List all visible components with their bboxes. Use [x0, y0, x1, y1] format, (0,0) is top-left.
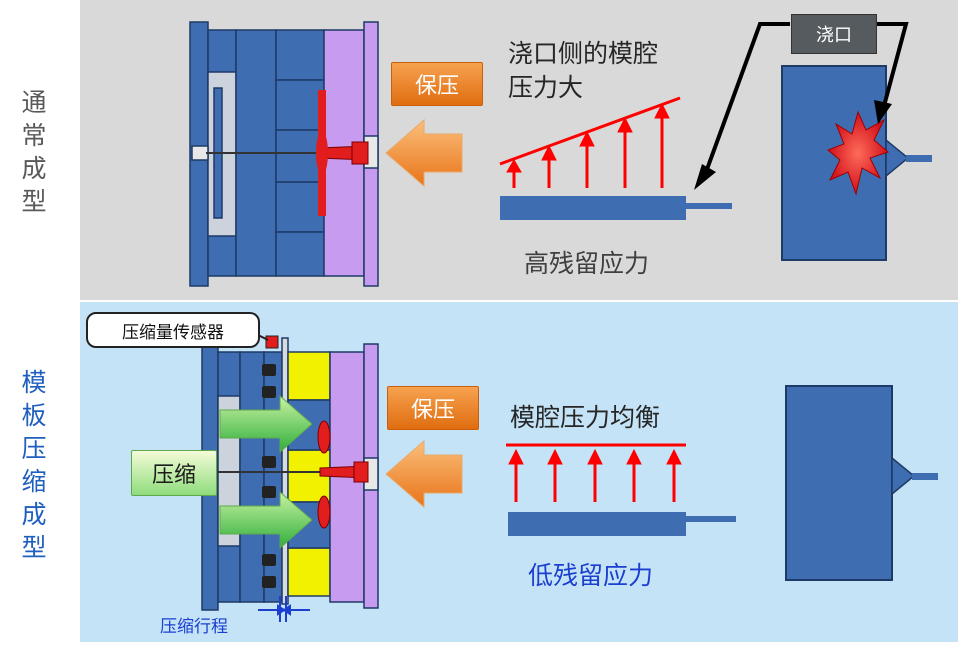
- label-char: 模: [21, 368, 47, 397]
- label-char: 板: [21, 401, 47, 430]
- compression-molding-label: 模 板 压 缩 成 型: [14, 366, 54, 564]
- bottom-pressure-chart: [506, 443, 736, 536]
- hold-pressure-arrow-icon: [385, 118, 463, 188]
- compression-stroke-label: 压缩行程: [160, 617, 228, 637]
- hold-pressure-arrow-icon: [385, 439, 463, 509]
- normal-molding-label: 通 常 成 型: [14, 86, 54, 218]
- sensor-label: 压缩量传感器: [86, 312, 260, 348]
- springs: [262, 364, 276, 588]
- hold-pressure-label-top: 保压: [391, 62, 483, 106]
- label-char: 型: [21, 533, 47, 562]
- top-note-line2: 压力大: [508, 73, 584, 102]
- label-char: 缩: [21, 467, 47, 496]
- bottom-part: [785, 385, 938, 581]
- stroke-marker: [258, 596, 310, 622]
- label-char: 常: [21, 121, 47, 150]
- gate-pointers: [694, 22, 909, 190]
- hold-pressure-label-bottom: 保压: [387, 386, 479, 430]
- label-char: 成: [21, 500, 47, 529]
- label-char: 压: [21, 434, 47, 463]
- compress-label: 压缩: [131, 450, 217, 496]
- label-char: 成: [21, 154, 47, 183]
- high-stress-label: 高残留应力: [524, 249, 650, 278]
- bottom-sprue: [218, 420, 369, 529]
- bottom-note: 模腔压力均衡: [510, 403, 661, 432]
- top-pressure-chart: [499, 96, 732, 220]
- gate-label: 浇口: [791, 14, 877, 54]
- top-note-line1: 浇口侧的模腔: [508, 39, 659, 68]
- label-char: 通: [21, 88, 47, 117]
- top-part: [781, 65, 932, 261]
- low-stress-label: 低残留应力: [528, 561, 654, 590]
- top-sprue: [206, 90, 369, 216]
- burst-icon: [827, 110, 889, 196]
- label-char: 型: [21, 187, 47, 216]
- compression-arrows: [219, 394, 313, 550]
- sensor-icon: [265, 335, 279, 349]
